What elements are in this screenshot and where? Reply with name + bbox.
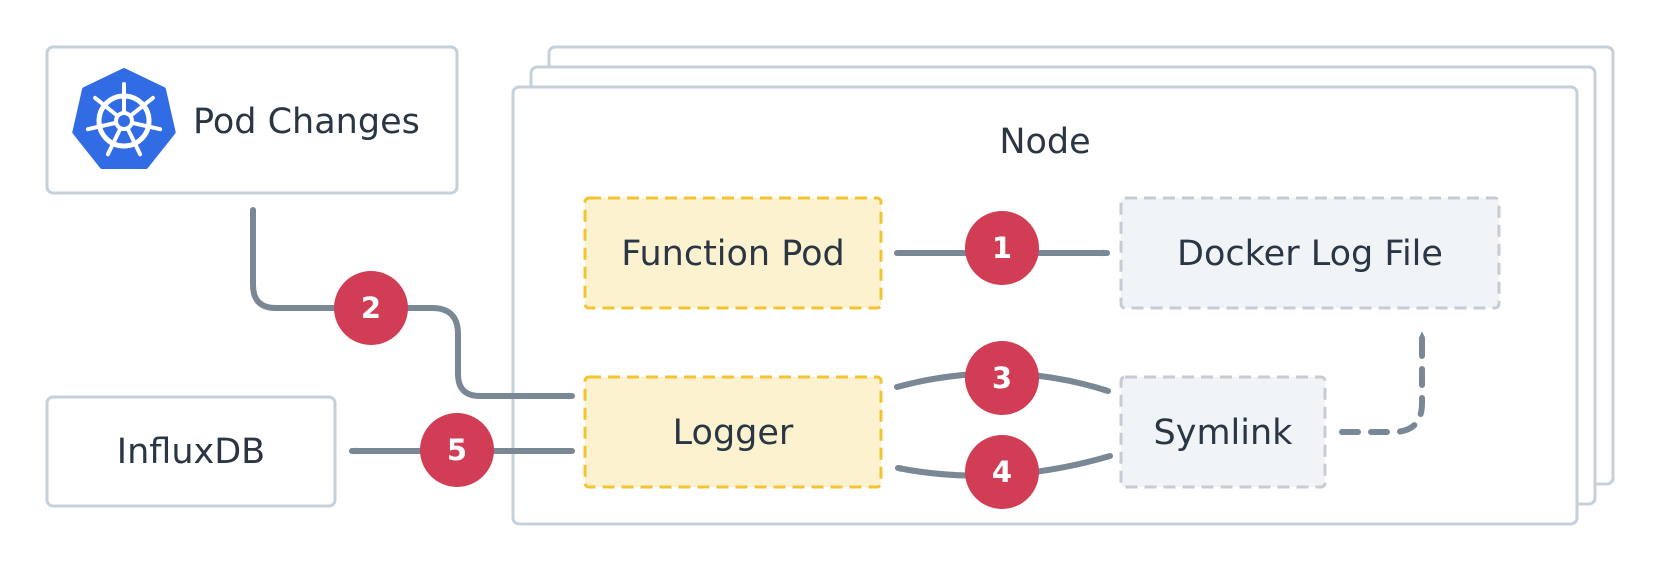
step-badge-2: 2 <box>334 271 408 345</box>
step-badge-4: 4 <box>965 435 1039 509</box>
arrow-symlink-to-docker-log <box>1339 331 1426 435</box>
symlink-label: Symlink <box>1154 413 1294 453</box>
pod-changes-label: Pod Changes <box>193 102 420 142</box>
step-number: 1 <box>992 231 1012 265</box>
docker-log-file-box[interactable]: Docker Log File <box>1119 196 1501 310</box>
docker-log-file-label: Docker Log File <box>1177 234 1443 274</box>
pod-changes-box[interactable]: Pod Changes <box>45 45 459 195</box>
step-number: 5 <box>447 433 467 467</box>
step-number: 4 <box>992 455 1012 489</box>
function-pod-box[interactable]: Function Pod <box>583 196 883 310</box>
influxdb-label: InfluxDB <box>117 432 265 472</box>
influxdb-box[interactable]: InfluxDB <box>45 395 337 508</box>
step-badge-5: 5 <box>420 413 494 487</box>
step-number: 3 <box>992 361 1012 395</box>
arrow-pod-changes-to-logger <box>250 207 576 400</box>
step-badge-3: 3 <box>965 341 1039 415</box>
function-pod-label: Function Pod <box>621 234 844 274</box>
kubernetes-helm-icon <box>72 68 176 169</box>
step-number: 2 <box>361 291 381 325</box>
symlink-box[interactable]: Symlink <box>1119 375 1327 489</box>
logger-label: Logger <box>673 413 794 453</box>
node-title: Node <box>999 122 1090 162</box>
step-badge-1: 1 <box>965 211 1039 285</box>
logger-box[interactable]: Logger <box>583 375 883 489</box>
